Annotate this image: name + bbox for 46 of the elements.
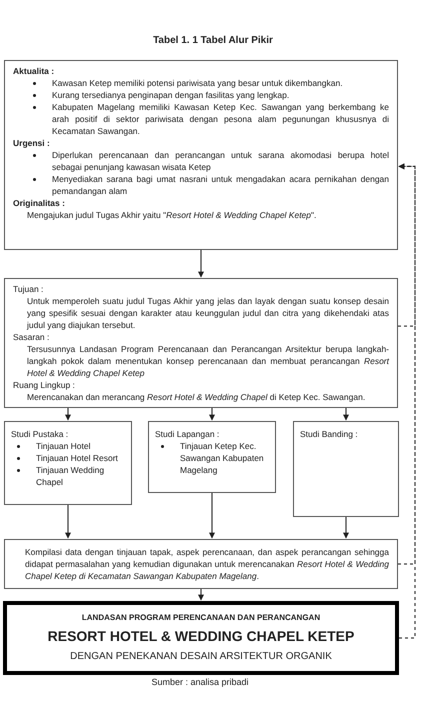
process-box (3, 601, 399, 675)
bullet-item: Tinjauan Wedding Chapel (35, 464, 106, 488)
dashed-arrow (398, 163, 416, 638)
arrow (209, 408, 215, 421)
paragraph-text: Untuk memperoleh suatu judul Tugas Akhir yang jelas dan layak dengan suatu konsep desain yang spesifik sesuai dengan karakter atau keunggulan judul dan citra yang dikehendaki atas judul yang diajukan tersebut. (26, 295, 389, 331)
process-box (4, 539, 398, 589)
heading-text: Urgensi : (13, 137, 51, 149)
subtitle-text: DENGAN PENEKANAN DESAIN ARSITEKTUR ORGANIK (70, 650, 332, 664)
heading-text: Originalitas : (13, 197, 66, 209)
paragraph-text: Mengajukan judul Tugas Akhir yaitu "Resort Hotel & Wedding Chapel Ketep". (26, 209, 318, 221)
paragraph-text: Kompilasi data dengan tinjauan tapak, aspek perencanaan, dan aspek perancangan sehingga didapat permasalahan yang kemudian digunakan untuk merencanakan Resort Hotel & Wedding Chapel Ketep di Kecamatan Sawangan Kabupaten Magelang. (25, 546, 389, 582)
dashed-arrow (398, 163, 416, 327)
heading-text: Tujuan : (13, 283, 44, 295)
bullet-item: Diperlukan perencanaan dan perancangan untuk sarana akomodasi berupa hotel sebagai penunjang kawasan wisata Ketep (51, 149, 389, 173)
heading-text: Sasaran : (13, 331, 50, 343)
title-text: RESORT HOTEL & WEDDING CHAPEL KETEP (48, 627, 354, 646)
heading-text: Studi Banding : (300, 428, 359, 440)
heading-text: LANDASAN PROGRAM PERENCANAAN DAN PERANCANGAN (82, 612, 320, 624)
process-box (4, 278, 398, 408)
arrow (209, 492, 215, 539)
paragraph-text: Tersusunnya Landasan Program Perencanaan dan Perancangan Arsitektur berupa langkah-langkah pokok dalam menentukan konsep perencanaan dan membuat perancangan Resort Hotel & Wedding Chapel Ketep (26, 343, 389, 379)
bullet-item: Tinjauan Hotel Resort (35, 452, 118, 464)
heading-text: Studi Lapangan : (155, 428, 220, 440)
heading-text: Studi Pustaka : (11, 428, 70, 440)
process-box (148, 421, 276, 493)
table-title: Tabel 1. 1 Tabel Alur Pikir (152, 34, 274, 48)
paragraph-text: Merencanakan dan merancang Resort Hotel & Wedding Chapel di Ketep Kec. Sawangan. (26, 391, 366, 403)
arrow (343, 516, 349, 539)
dashed-arrow (398, 163, 416, 564)
bullet-item: Tinjauan Hotel (35, 440, 90, 452)
arrow (65, 504, 71, 539)
bullet-item: Kurang tersedianya penginapan dengan fasilitas yang lengkap. (51, 89, 290, 101)
bullet-item: Menyediakan sarana bagi umat nasrani untuk mengadakan acara pernikahan dengan pemandangan alam (51, 173, 389, 197)
bullet-item: Kawasan Ketep memiliki potensi pariwisata yang besar untuk dikembangkan. (51, 77, 343, 89)
bullet-item: Kabupaten Magelang memiliki Kawasan Ketep Kec. Sawangan yang berkembang ke arah positif di sektor pariwisata dengan pesona alam pegunungan khususnya di Kecamatan Sawangan. (51, 101, 389, 137)
process-box (293, 421, 399, 517)
source-caption: Sumber : analisa pribadi (151, 676, 249, 689)
process-box (4, 421, 132, 505)
arrow (65, 408, 71, 421)
bullet-item: Tinjauan Ketep Kec. Sawangan Kabupaten Magelang (179, 440, 265, 476)
heading-text: Aktualita : (13, 65, 56, 77)
heading-text: Ruang Lingkup : (13, 379, 76, 391)
arrow (343, 408, 349, 421)
process-box (4, 60, 398, 250)
arrow (198, 250, 204, 278)
arrow (198, 588, 204, 601)
